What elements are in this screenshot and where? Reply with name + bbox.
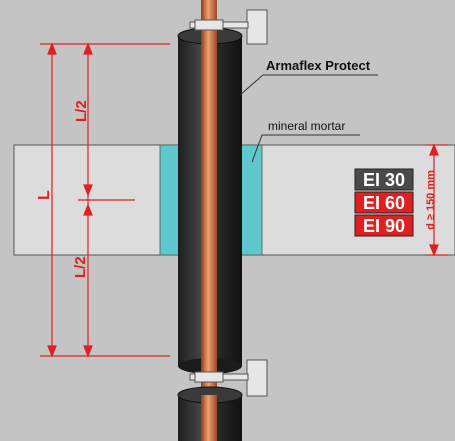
mortar-label: mineral mortar bbox=[268, 119, 345, 133]
fire-ratings: EI 30 EI 60 EI 90 bbox=[354, 168, 414, 237]
dimension-lines bbox=[40, 42, 448, 358]
rating-ei30: EI 30 bbox=[363, 170, 405, 190]
half-top-label: L/2 bbox=[73, 100, 90, 122]
rating-ei30-box bbox=[354, 168, 414, 191]
lower-insulation bbox=[177, 386, 243, 441]
bottom-clamp bbox=[194, 371, 224, 383]
mortar-fill-left bbox=[159, 144, 181, 256]
insulation-sleeve bbox=[177, 27, 243, 375]
rating-ei90: EI 90 bbox=[363, 216, 405, 236]
rating-ei90-box bbox=[354, 214, 414, 237]
rating-ei60-box bbox=[354, 191, 414, 214]
half-bottom-label: L/2 bbox=[72, 256, 89, 278]
length-label: L bbox=[36, 190, 53, 200]
thickness-label: d ≥ 150 mm bbox=[425, 170, 437, 230]
leader-lines bbox=[239, 74, 378, 163]
top-clamp bbox=[194, 19, 224, 31]
mortar-fill-right bbox=[239, 144, 263, 256]
rating-ei60: EI 60 bbox=[363, 193, 405, 213]
insulation-label: Armaflex Protect bbox=[266, 58, 371, 73]
